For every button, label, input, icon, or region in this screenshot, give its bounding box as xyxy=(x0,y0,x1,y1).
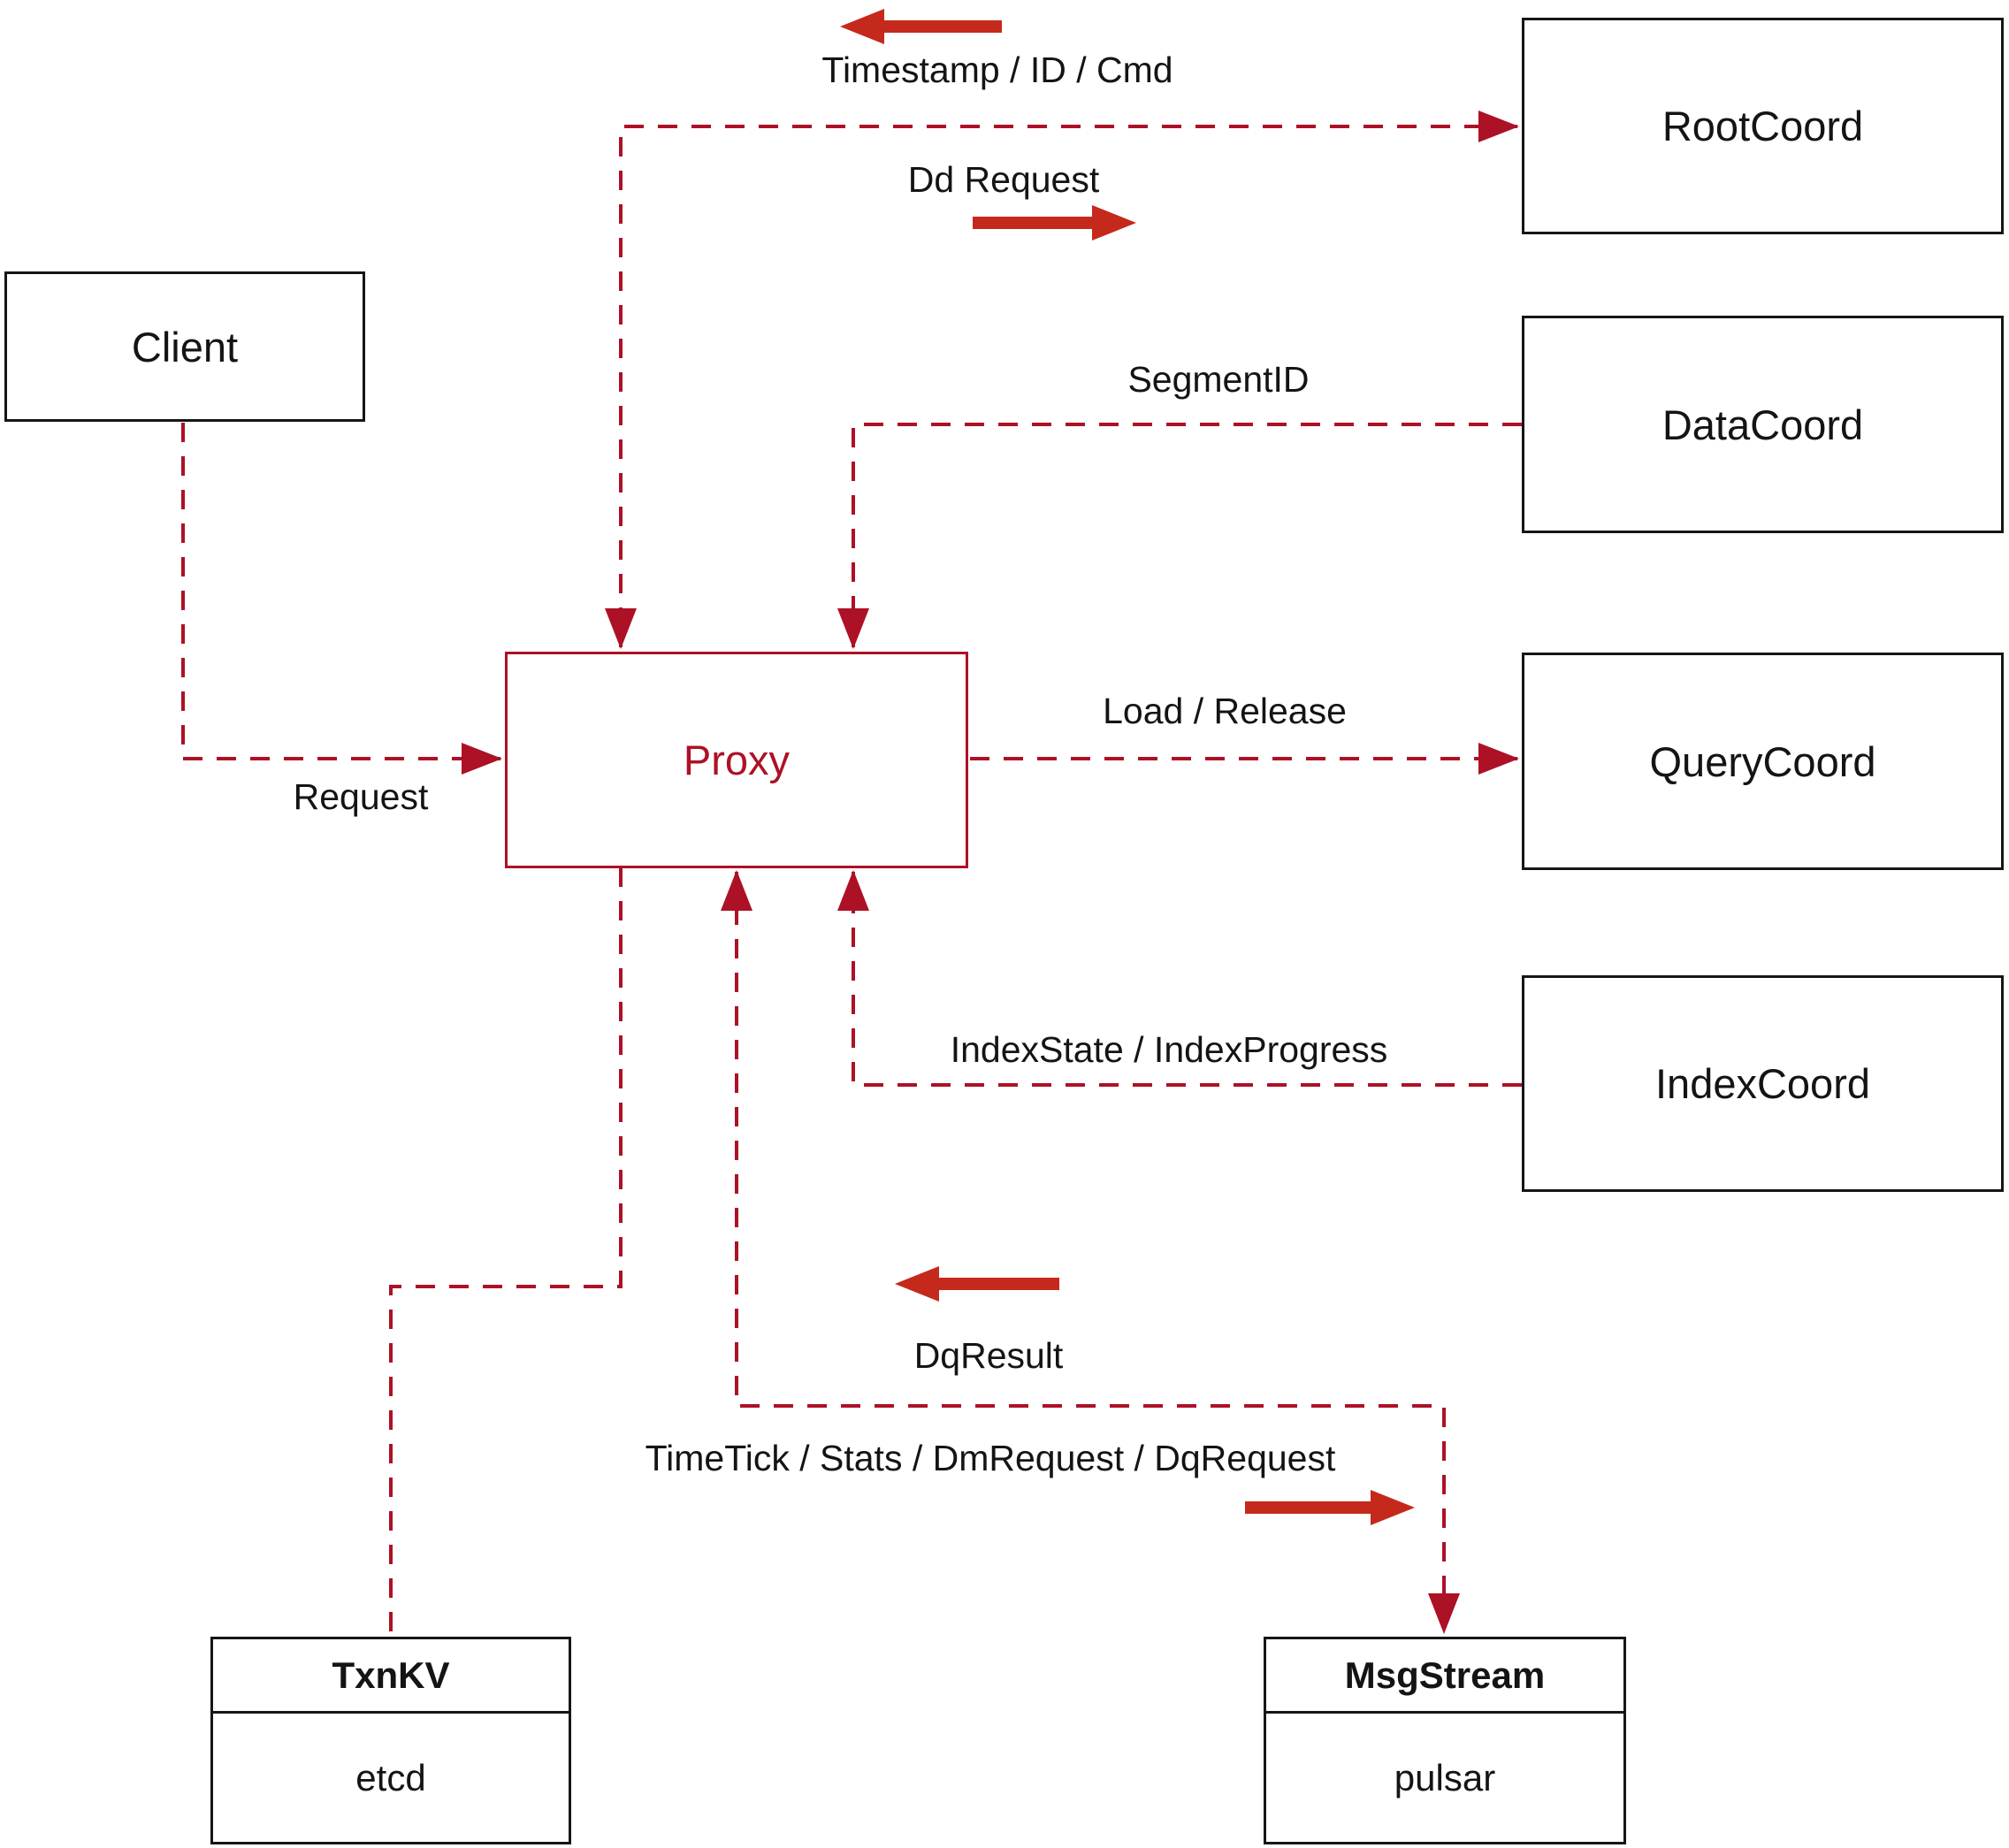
node-rootcoord-label: RootCoord xyxy=(1661,103,1864,149)
node-msgstream: MsgStream pulsar xyxy=(1264,1637,1626,1844)
node-txnkv-title: TxnKV xyxy=(213,1639,569,1714)
node-msgstream-title: MsgStream xyxy=(1266,1639,1623,1714)
edge-label-segmentid: SegmentID xyxy=(1127,359,1310,400)
edge-label-timetick-stats-dmrequest-dqrequest: TimeTick / Stats / DmRequest / DqRequest xyxy=(645,1438,1336,1478)
node-proxy: Proxy xyxy=(505,652,968,868)
edge-datacoord-to-proxy xyxy=(837,423,1522,649)
edge-proxy-msgstream xyxy=(721,870,1460,1634)
node-querycoord: QueryCoord xyxy=(1522,653,2004,870)
edge-label-request: Request xyxy=(293,776,429,817)
edge-label-load-release: Load / Release xyxy=(1103,691,1347,731)
edge-proxy-rootcoord xyxy=(605,111,1519,649)
node-datacoord-label: DataCoord xyxy=(1661,401,1864,448)
node-rootcoord: RootCoord xyxy=(1522,18,2004,234)
node-client: Client xyxy=(4,271,365,422)
node-datacoord: DataCoord xyxy=(1522,316,2004,533)
edge-label-timestamp-id-cmd: Timestamp / ID / Cmd xyxy=(821,50,1173,90)
node-txnkv-impl: etcd xyxy=(355,1756,426,1798)
edge-proxy-txnkv xyxy=(389,867,623,1635)
edge-client-to-proxy xyxy=(181,423,502,775)
node-querycoord-label: QueryCoord xyxy=(1649,737,1876,785)
edge-label-dd-request: Dd Request xyxy=(907,159,1100,200)
node-client-label: Client xyxy=(131,323,239,370)
edge-label-dqresult: DqResult xyxy=(913,1335,1064,1376)
direction-arrow-left-dqresult xyxy=(895,1266,1059,1302)
node-proxy-label: Proxy xyxy=(683,737,791,783)
direction-arrow-left-timestamp xyxy=(840,9,1002,44)
node-indexcoord: IndexCoord xyxy=(1522,975,2004,1192)
node-indexcoord-label: IndexCoord xyxy=(1655,1060,1870,1107)
direction-arrow-right-dd-request xyxy=(973,205,1136,241)
edge-label-indexstate-indexprogress: IndexState / IndexProgress xyxy=(950,1029,1388,1070)
direction-arrow-right-timetick xyxy=(1245,1490,1415,1525)
node-msgstream-impl: pulsar xyxy=(1394,1756,1496,1798)
node-txnkv: TxnKV etcd xyxy=(210,1637,571,1844)
